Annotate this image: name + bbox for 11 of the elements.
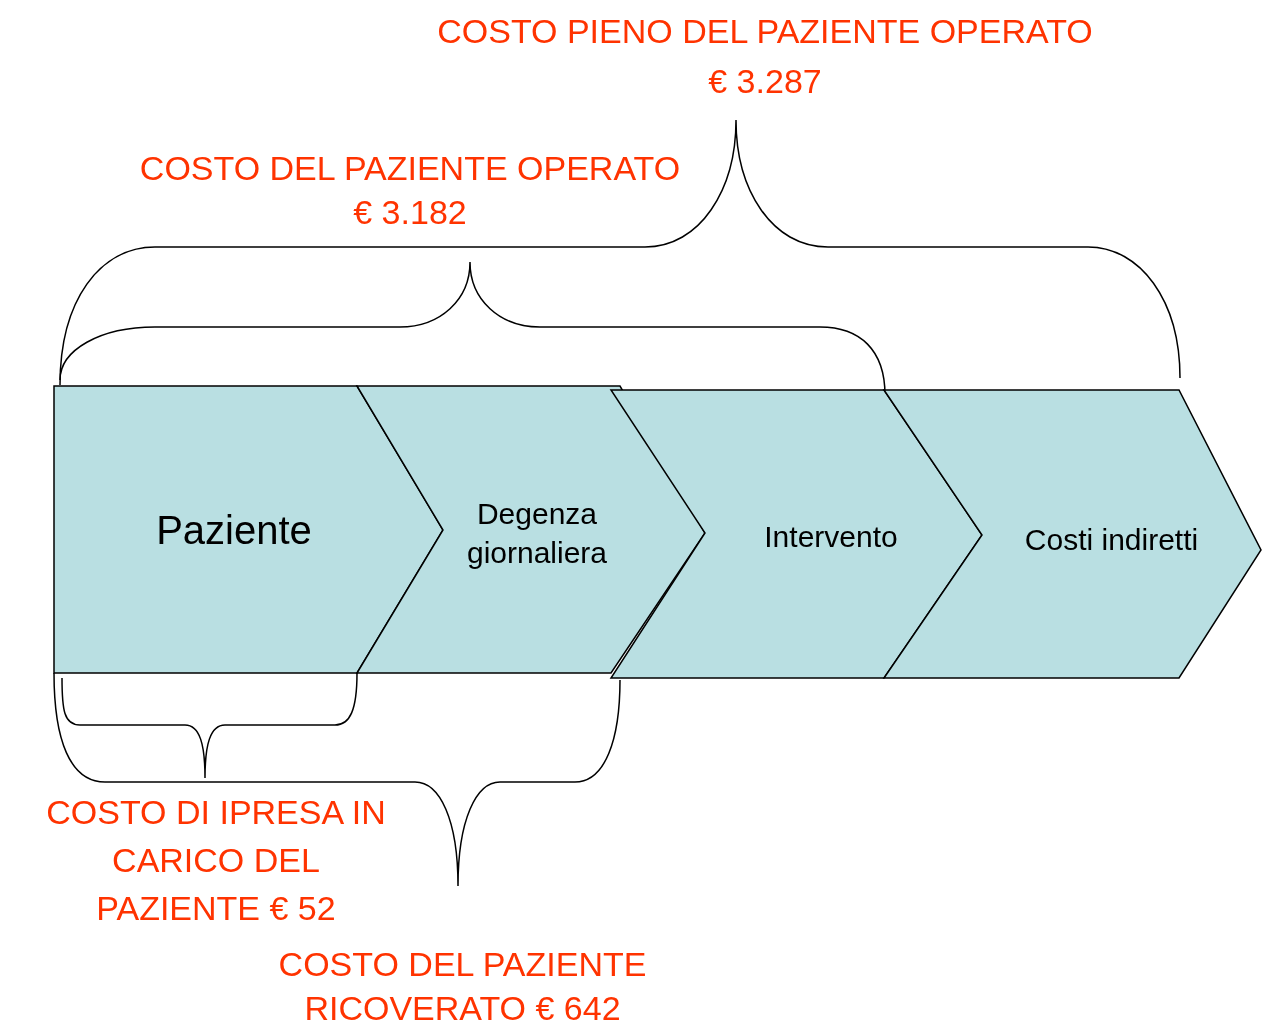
step-label: Intervento (763, 519, 899, 555)
chevron-step (611, 390, 983, 679)
cost-label: COSTO DEL PAZIENTE RICOVERATO € 642 (277, 944, 648, 1029)
cost-label: COSTO DEL PAZIENTE OPERATO € 3.182 (138, 148, 682, 233)
cost-label: COSTO PIENO DEL PAZIENTE OPERATO € 3.287 (436, 11, 1094, 102)
step-label: Costi indiretti (1023, 522, 1200, 558)
cost-label: COSTO DI IPRESA IN CARICO DEL PAZIENTE € 52 (45, 792, 387, 929)
chevron-step (357, 386, 707, 674)
chevron-step (54, 386, 444, 674)
step-label: Degenza giornaliera (465, 496, 609, 571)
step-label: Paziente (155, 507, 313, 554)
